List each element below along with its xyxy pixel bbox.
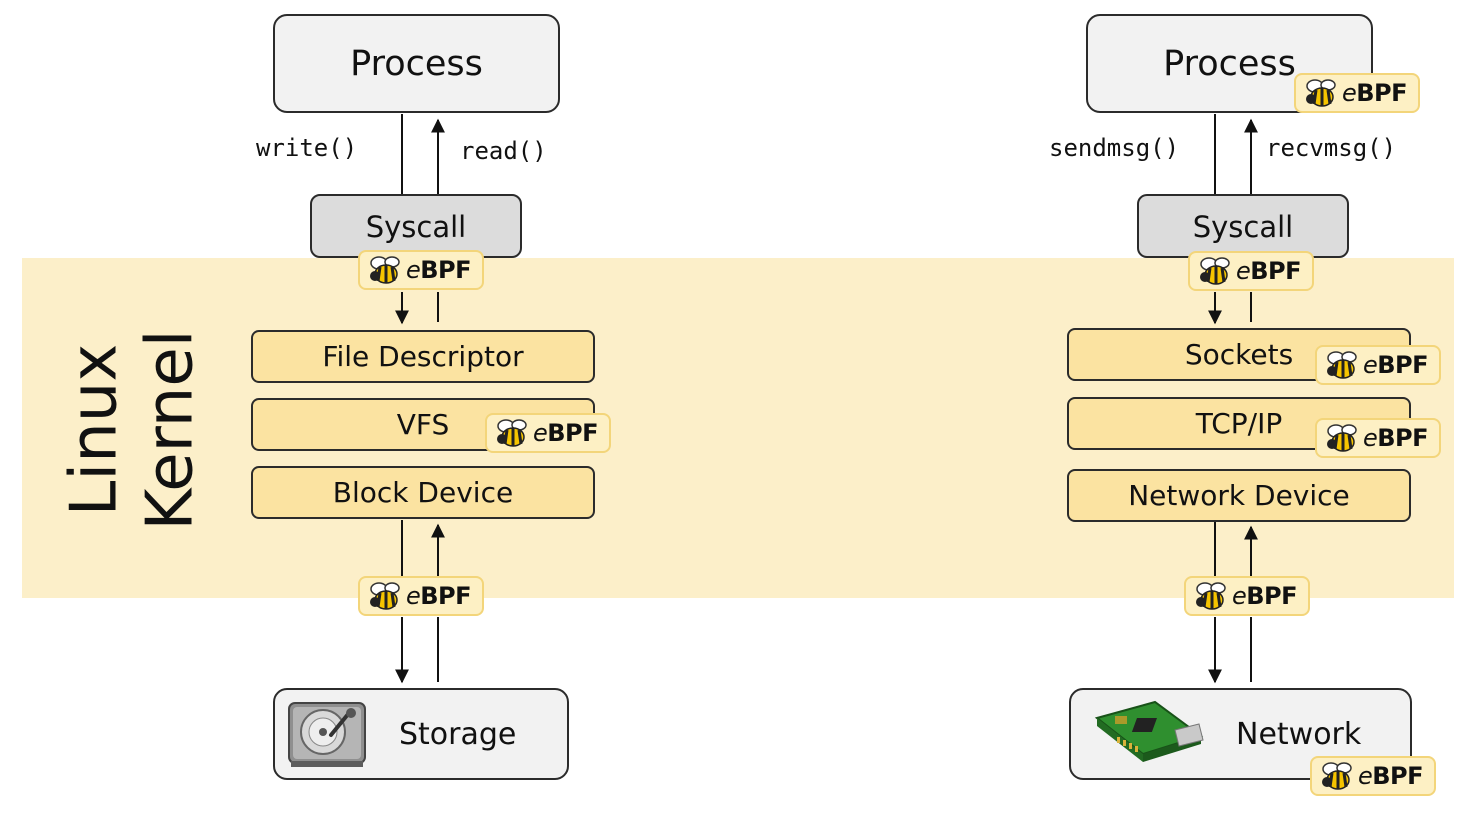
file-descriptor-box: File Descriptor — [251, 330, 595, 383]
sockets-label: Sockets — [1184, 338, 1294, 371]
storage-label: Storage — [399, 717, 517, 752]
ebpf-badge-text: eBPF — [1363, 424, 1429, 452]
write-call-label: write() — [256, 134, 358, 162]
ebpf-badge-right-device: eBPF — [1184, 576, 1310, 616]
network-card-icon — [1094, 700, 1204, 762]
ebpf-badge-right-process: eBPF — [1294, 73, 1420, 113]
right-process-label: Process — [1163, 43, 1296, 84]
ebpf-badge-text: eBPF — [406, 582, 472, 610]
network-device-box: Network Device — [1067, 469, 1411, 522]
storage-box: Storage — [273, 688, 569, 780]
network-label: Network — [1236, 717, 1362, 752]
ebpf-badge-tcpip: eBPF — [1315, 418, 1441, 458]
ebpf-badge-text: eBPF — [533, 419, 599, 447]
ebpf-badge-text: eBPF — [1363, 351, 1429, 379]
right-syscall-label: Syscall — [1192, 210, 1294, 244]
bee-icon — [1327, 351, 1357, 379]
hard-drive-icon — [288, 702, 366, 767]
block-device-box: Block Device — [251, 466, 595, 519]
bee-icon — [370, 582, 400, 610]
recvmsg-call-label: recvmsg() — [1266, 134, 1397, 162]
bee-icon — [1327, 424, 1357, 452]
ebpf-badge-left-block: eBPF — [358, 576, 484, 616]
ebpf-badge-sockets: eBPF — [1315, 345, 1441, 385]
ebpf-badge-text: eBPF — [406, 256, 472, 284]
vfs-label: VFS — [396, 408, 450, 441]
file-descriptor-label: File Descriptor — [322, 340, 524, 373]
bee-icon — [497, 419, 527, 447]
ebpf-badge-text: eBPF — [1236, 257, 1302, 285]
bee-icon — [1196, 582, 1226, 610]
ebpf-badge-right-syscall: eBPF — [1188, 251, 1314, 291]
left-syscall-box: Syscall — [310, 194, 522, 258]
right-syscall-box: Syscall — [1137, 194, 1349, 258]
left-syscall-label: Syscall — [365, 210, 467, 244]
block-device-label: Block Device — [332, 476, 514, 509]
sendmsg-call-label: sendmsg() — [1049, 134, 1180, 162]
bee-icon — [1322, 762, 1352, 790]
read-call-label: read() — [460, 137, 547, 165]
network-device-label: Network Device — [1128, 479, 1350, 512]
ebpf-badge-text: eBPF — [1232, 582, 1298, 610]
ebpf-badge-text: eBPF — [1358, 762, 1424, 790]
bee-icon — [370, 256, 400, 284]
ebpf-badge-network: eBPF — [1310, 756, 1436, 796]
left-process-box: Process — [273, 14, 560, 113]
bee-icon — [1200, 257, 1230, 285]
left-process-label: Process — [350, 43, 483, 84]
ebpf-badge-left-syscall: eBPF — [358, 250, 484, 290]
ebpf-badge-text: eBPF — [1342, 79, 1408, 107]
ebpf-badge-vfs: eBPF — [485, 413, 611, 453]
tcpip-label: TCP/IP — [1195, 407, 1283, 440]
bee-icon — [1306, 79, 1336, 107]
